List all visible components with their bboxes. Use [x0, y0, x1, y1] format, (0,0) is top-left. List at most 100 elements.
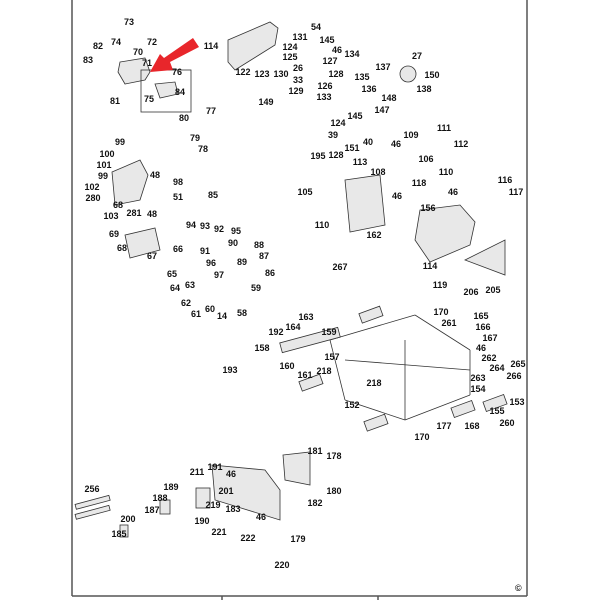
part-number-label: 46 [448, 187, 458, 197]
part-number-label: 187 [144, 505, 159, 515]
part-number-label: 155 [489, 406, 504, 416]
part-number-label: 221 [211, 527, 226, 537]
clamp-part [159, 499, 171, 515]
part-number-label: 261 [441, 318, 456, 328]
part-number-label: 113 [353, 157, 368, 167]
part-number-label: 218 [316, 366, 331, 376]
part-number-label: 88 [254, 240, 264, 250]
part-number-label: 147 [374, 105, 389, 115]
part-number-label: 125 [282, 52, 297, 62]
part-number-label: 26 [293, 63, 303, 73]
cover-plate-part [282, 451, 311, 486]
part-number-label: 220 [274, 560, 289, 570]
part-number-label: 93 [200, 221, 210, 231]
part-number-label: 60 [205, 304, 215, 314]
part-number-label: 64 [170, 283, 180, 293]
part-number-label: 262 [481, 353, 496, 363]
part-number-label: 110 [439, 167, 454, 177]
part-number-label: 118 [412, 178, 427, 188]
part-number-label: 201 [218, 486, 233, 496]
part-number-label: 80 [179, 113, 189, 123]
part-number-label: 46 [476, 343, 486, 353]
part-number-label: 117 [509, 187, 524, 197]
part-number-label: 46 [392, 191, 402, 201]
part-number-label: 77 [206, 106, 216, 116]
part-number-label: 111 [437, 123, 451, 133]
foot-part [363, 413, 389, 432]
part-number-label: 145 [319, 35, 334, 45]
part-number-label: 109 [403, 130, 418, 140]
part-number-label: 84 [175, 87, 185, 97]
handle-part [279, 326, 341, 354]
part-number-label: 178 [326, 451, 341, 461]
part-number-label: 98 [173, 177, 183, 187]
part-number-label: 33 [293, 75, 303, 85]
part-number-label: 128 [328, 69, 343, 79]
part-number-label: 96 [206, 258, 216, 268]
part-number-label: 158 [254, 343, 269, 353]
part-number-label: 102 [84, 182, 99, 192]
part-number-label: 46 [256, 512, 266, 522]
part-number-label: 73 [124, 17, 134, 27]
part-number-label: 95 [231, 226, 241, 236]
part-number-label: 67 [147, 251, 157, 261]
part-number-label: 148 [381, 93, 396, 103]
fence-part [211, 464, 281, 521]
part-number-label: 137 [375, 62, 390, 72]
part-number-label: 167 [482, 333, 497, 343]
part-number-label: 68 [117, 243, 127, 253]
part-number-label: 103 [103, 211, 118, 221]
bar-part [74, 504, 111, 520]
part-number-label: 134 [344, 49, 359, 59]
part-number-label: 163 [298, 312, 313, 322]
part-number-label: 218 [366, 378, 381, 388]
part-number-label: 119 [433, 280, 448, 290]
part-number-label: 92 [214, 224, 224, 234]
part-number-label: 159 [321, 327, 336, 337]
part-number-label: 114 [204, 41, 219, 51]
bar-part [74, 494, 111, 510]
gear-housing-part [111, 159, 149, 206]
part-number-label: 81 [110, 96, 120, 106]
part-number-label: 110 [315, 220, 330, 230]
part-number-label: 123 [254, 69, 269, 79]
foot-part [298, 373, 324, 392]
armature-part [154, 81, 179, 99]
part-number-label: 79 [190, 133, 200, 143]
part-number-label: 145 [347, 111, 362, 121]
part-number-label: 281 [126, 208, 141, 218]
part-number-label: 129 [288, 86, 303, 96]
part-number-label: 48 [147, 209, 157, 219]
part-number-label: 101 [96, 160, 111, 170]
rail-part [227, 21, 279, 71]
part-number-label: 82 [93, 41, 103, 51]
part-number-label: 222 [240, 533, 255, 543]
page-frame [71, 0, 528, 600]
part-number-label: 193 [222, 365, 237, 375]
part-number-label: 99 [115, 137, 125, 147]
part-number-label: 108 [370, 167, 385, 177]
part-number-label: 46 [226, 469, 236, 479]
part-number-label: 100 [99, 149, 114, 159]
part-number-label: 195 [310, 151, 325, 161]
red-arrow-icon [150, 38, 199, 72]
copyright-mark: © [515, 583, 522, 593]
part-number-label: 75 [144, 94, 154, 104]
part-number-label: 86 [265, 268, 275, 278]
part-number-label: 61 [191, 309, 201, 319]
handwheel-part [399, 65, 417, 83]
part-number-label: 62 [181, 298, 191, 308]
part-drawings [74, 21, 508, 538]
motor-housing-part [117, 57, 151, 85]
part-number-label: 156 [420, 203, 435, 213]
part-number-label: 264 [489, 363, 504, 373]
part-number-label: 260 [499, 418, 514, 428]
part-number-label: 168 [464, 421, 479, 431]
part-number-label: 150 [424, 70, 439, 80]
part-number-label: 165 [473, 311, 488, 321]
part-number-label: 83 [83, 55, 93, 65]
wheel-grip-part [450, 400, 476, 418]
part-number-label: 152 [344, 400, 359, 410]
part-number-label: 48 [150, 170, 160, 180]
